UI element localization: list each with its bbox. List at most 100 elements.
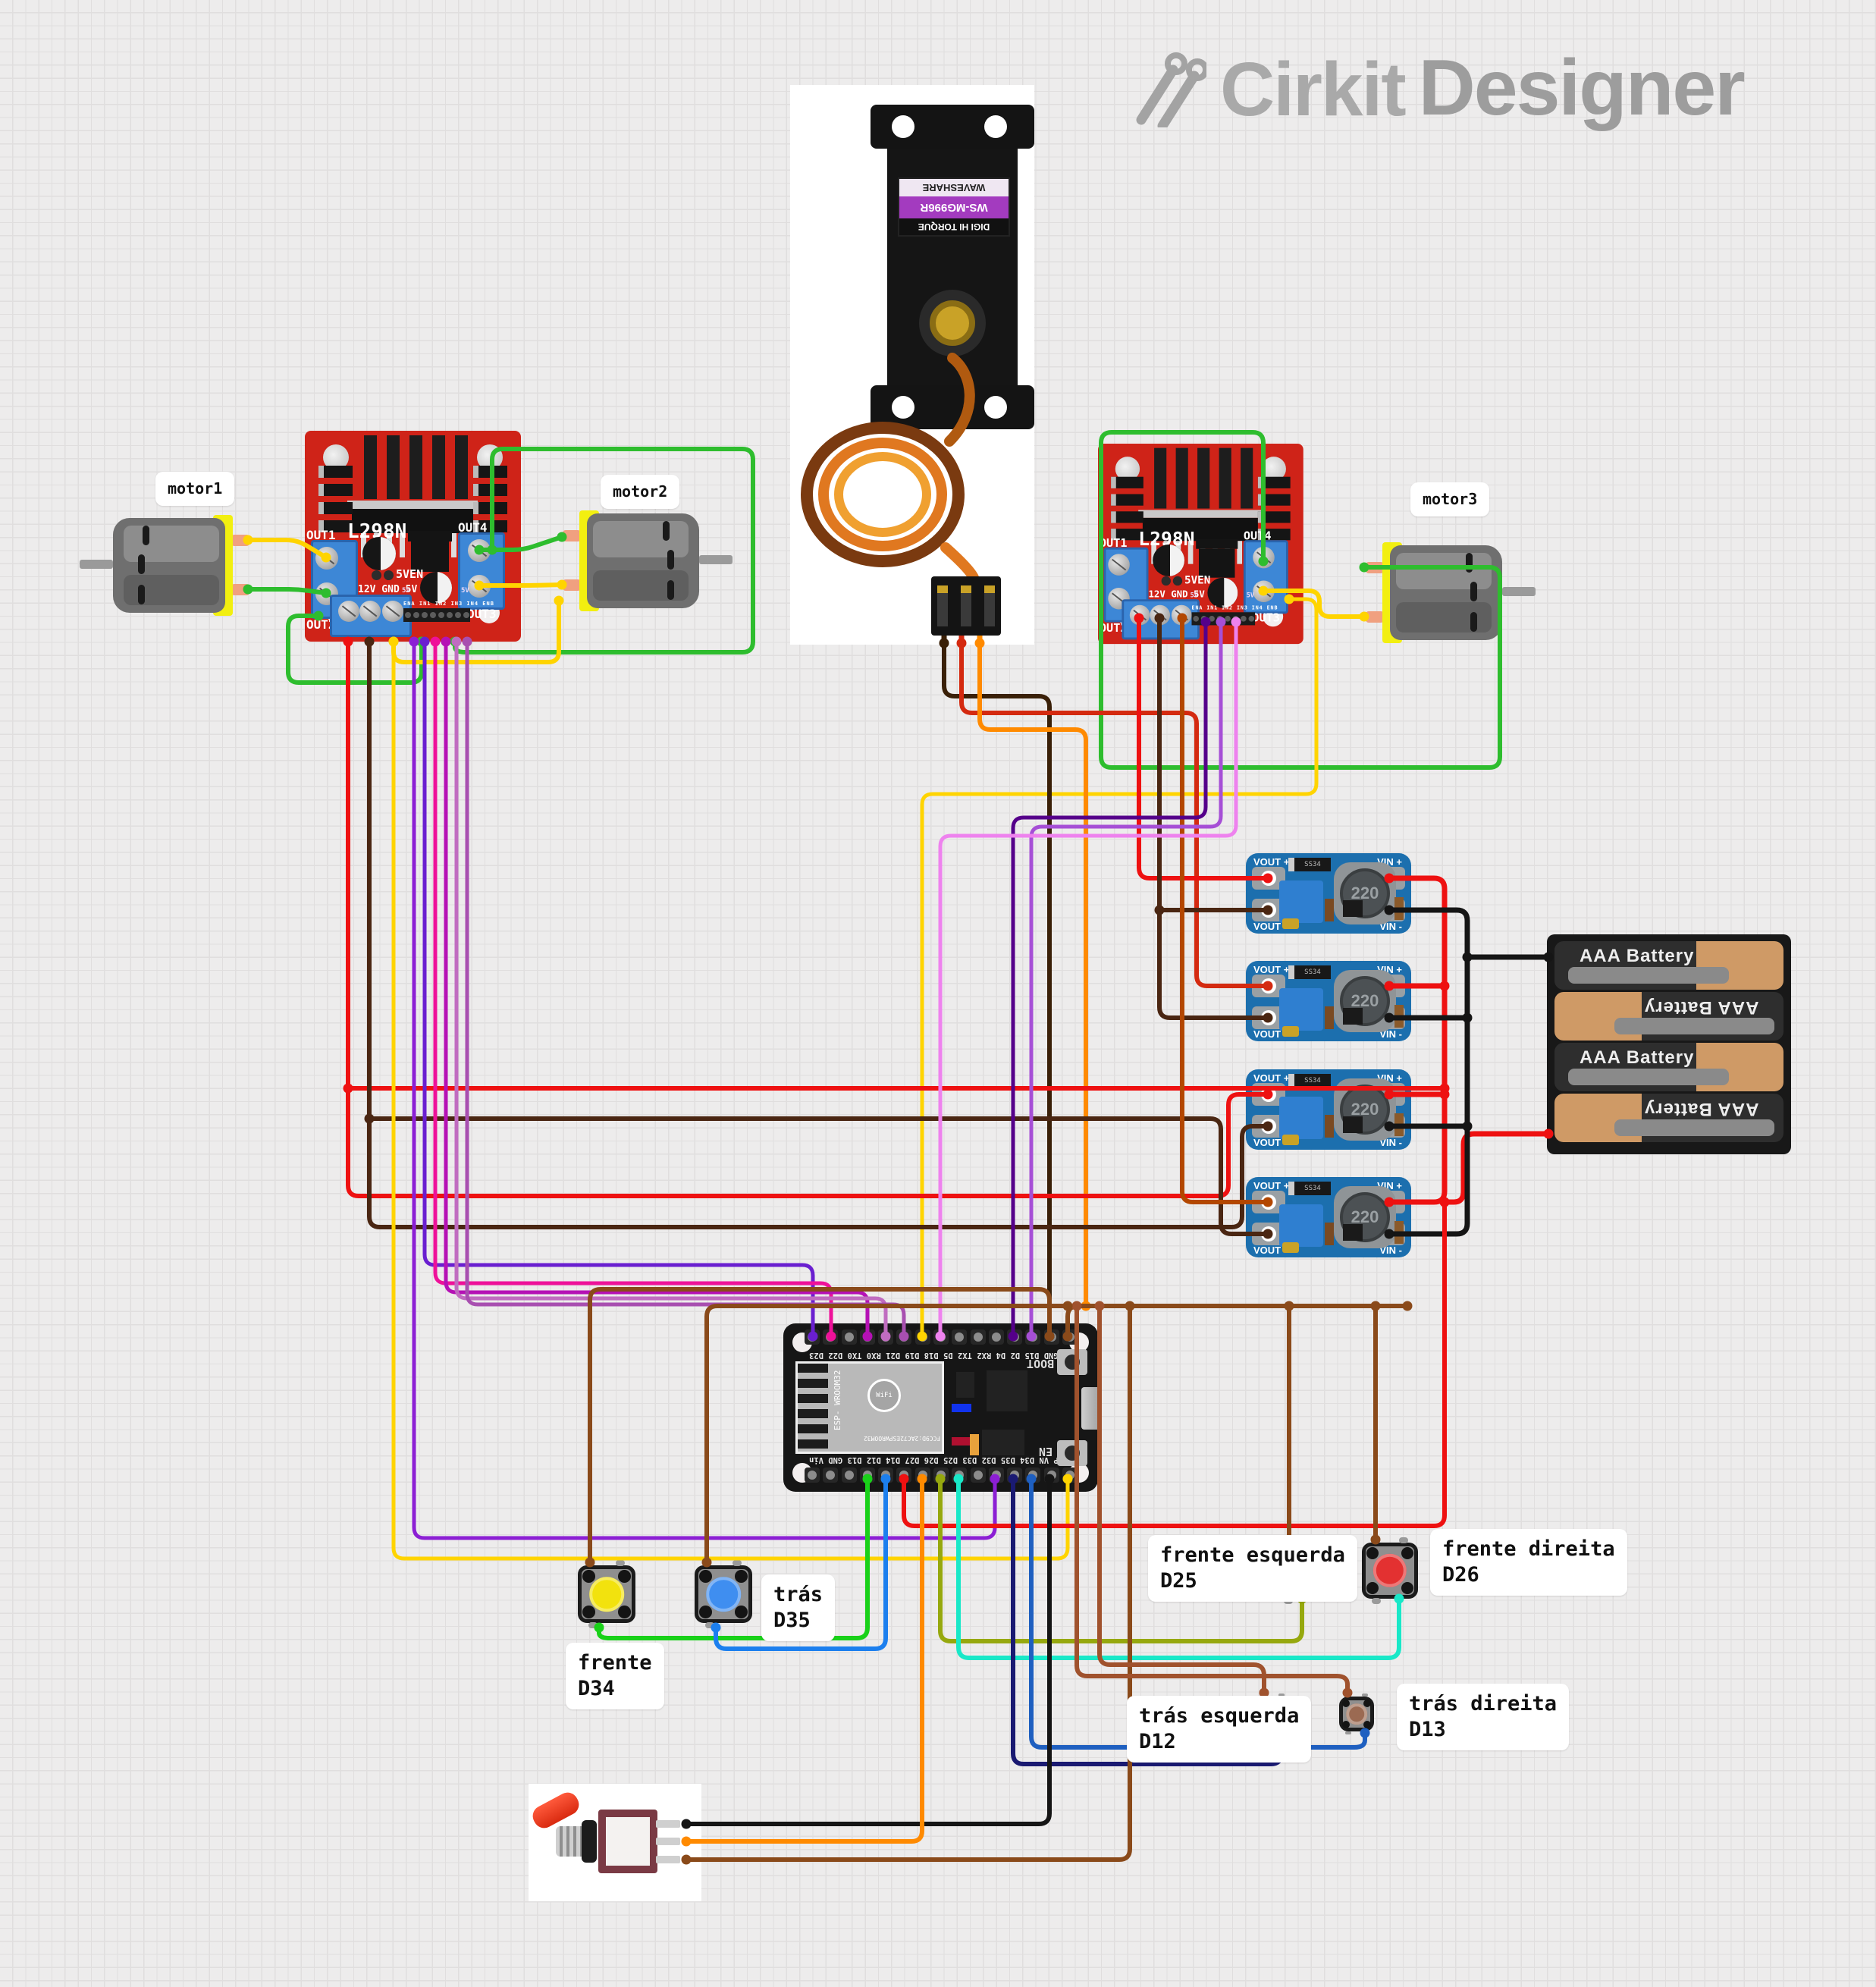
wire-toggle-black[interactable]	[684, 1477, 1052, 1826]
motor2[interactable]	[563, 510, 733, 611]
wire-left-brown-branch[interactable]	[367, 1116, 1270, 1236]
en-button[interactable]	[1057, 1440, 1087, 1466]
esp32-pin[interactable]	[896, 1329, 912, 1345]
wire-left-in4[interactable]	[454, 639, 888, 1339]
wire-left-in3[interactable]	[444, 639, 870, 1339]
driver-left[interactable]: L298N OUT1 OUT2 OUT4 OUT3 5VEN 12V GND 5…	[305, 431, 521, 642]
esp32-pin[interactable]	[859, 1467, 875, 1483]
trim-potentiometer[interactable]	[1279, 1204, 1323, 1253]
esp32-bottom-pin-row[interactable]	[805, 1467, 1078, 1486]
esp32-pin[interactable]	[914, 1467, 930, 1483]
esp32-pin[interactable]	[1007, 1467, 1023, 1483]
driver-right[interactable]: L298N OUT1 OUT2 OUT4 OUT3 5VEN 12V GND 5…	[1098, 444, 1303, 645]
boost2[interactable]: VOUT + VOUT - VIN + VIN - SS34 220	[1246, 961, 1411, 1041]
esp32-pin[interactable]	[1062, 1467, 1078, 1483]
servo-motor-photo[interactable]: DIGI HI TORQUE WS-MG996R WAVESHARE	[790, 85, 1034, 645]
wire-right-12v-red[interactable]	[1137, 616, 1270, 880]
esp32-pin[interactable]	[1025, 1329, 1041, 1345]
wire-junction-dot	[1439, 1197, 1450, 1207]
motor-terminal-bottom	[1366, 611, 1384, 623]
button-tras-direita-d13[interactable]	[1339, 1693, 1374, 1735]
wire-right-in-pink[interactable]	[938, 620, 1238, 1339]
wire-left-12v-red[interactable]	[346, 639, 1270, 1198]
wire-left-enb[interactable]	[465, 639, 906, 1339]
esp32-pin[interactable]	[1007, 1329, 1023, 1345]
esp32-pin[interactable]	[914, 1329, 930, 1345]
esp32-pin[interactable]	[933, 1329, 949, 1345]
wire-left-in2[interactable]	[433, 639, 833, 1339]
boost4[interactable]: VOUT + VOUT - VIN + VIN - SS34 220	[1246, 1177, 1411, 1257]
motor1-label[interactable]: motor1	[155, 472, 235, 506]
control-header[interactable]	[1191, 612, 1256, 626]
boost3[interactable]: VOUT + VOUT - VIN + VIN - SS34 220	[1246, 1069, 1411, 1150]
motor3-label[interactable]: motor3	[1410, 482, 1490, 516]
esp32-pin[interactable]	[952, 1467, 968, 1483]
ena-5v-flag: 5V	[1190, 592, 1198, 600]
esp32-pin[interactable]	[805, 1467, 820, 1483]
button-frente-d34[interactable]	[578, 1560, 635, 1628]
wire-rail-d12[interactable]	[1097, 1304, 1266, 1695]
button-lead	[616, 1560, 626, 1566]
wire-right-in-violet[interactable]	[1029, 620, 1223, 1339]
motor3[interactable]	[1366, 542, 1536, 643]
motor-body	[113, 518, 225, 613]
esp32-pin[interactable]	[988, 1467, 1004, 1483]
esp32-pin[interactable]	[952, 1329, 968, 1345]
wire-right-gnd-brown[interactable]	[1157, 616, 1270, 1020]
trim-potentiometer[interactable]	[1279, 1097, 1323, 1145]
esp32-pin[interactable]	[1025, 1467, 1041, 1483]
button-cap[interactable]	[1346, 1703, 1367, 1725]
esp32-pin[interactable]	[896, 1467, 912, 1483]
esp32-pin[interactable]	[988, 1329, 1004, 1345]
wire-left-gnd-brown[interactable]	[367, 639, 1270, 1229]
esp32-pin[interactable]	[1062, 1329, 1078, 1345]
wire-junction-dot	[1081, 1301, 1091, 1311]
esp32-pin[interactable]	[878, 1467, 894, 1483]
esp32-pin[interactable]	[933, 1467, 949, 1483]
esp32-pin[interactable]	[859, 1329, 875, 1345]
wire-rail-d13[interactable]	[1074, 1304, 1350, 1695]
esp32-pin[interactable]	[805, 1329, 820, 1345]
trim-potentiometer[interactable]	[1279, 988, 1323, 1037]
wire-left-in1[interactable]	[422, 639, 815, 1339]
button-frente-direita-d26[interactable]	[1362, 1537, 1418, 1604]
aaa-battery-cell-2: AAA Battery	[1554, 992, 1783, 1041]
control-header[interactable]	[403, 608, 470, 622]
esp32-pin[interactable]	[823, 1467, 839, 1483]
esp32-pin[interactable]	[1043, 1329, 1059, 1345]
motor1[interactable]	[80, 515, 249, 616]
esp32-devkit-board[interactable]: 3V3 GND D15 D2 D4 RX2 TX2 D5 D18 D19 D21…	[783, 1323, 1101, 1492]
wire-toggle-orange[interactable]	[684, 1477, 924, 1844]
boot-button[interactable]	[1057, 1349, 1087, 1375]
motor2-label[interactable]: motor2	[601, 475, 680, 509]
wire-servo-red[interactable]	[959, 641, 1270, 988]
trim-potentiometer[interactable]	[1279, 880, 1323, 929]
esp32-pin[interactable]	[841, 1329, 857, 1345]
esp32-pin[interactable]	[823, 1329, 839, 1345]
esp32-pin[interactable]	[878, 1329, 894, 1345]
wire-right-in-darkpurple[interactable]	[1011, 620, 1208, 1339]
esp32-pin[interactable]	[1043, 1467, 1059, 1483]
esp32-pin[interactable]	[970, 1329, 986, 1345]
button-tras-d35[interactable]	[695, 1560, 752, 1628]
button-cap[interactable]	[589, 1577, 624, 1612]
micro-usb-port[interactable]	[1081, 1387, 1101, 1430]
button-cap[interactable]	[706, 1577, 741, 1612]
capacitor-2	[1207, 577, 1238, 608]
toggle-switch-photo[interactable]	[529, 1784, 701, 1901]
esp32-pin[interactable]	[841, 1467, 857, 1483]
wire-servo-orange[interactable]	[977, 641, 1088, 1308]
esp32-pin[interactable]	[970, 1467, 986, 1483]
boost1[interactable]: VOUT + VOUT - VIN + VIN - SS34 220	[1246, 853, 1411, 934]
wire-battery-red[interactable]	[1442, 1131, 1551, 1205]
esp32-top-pin-row[interactable]	[805, 1329, 1078, 1348]
wire-rail-brown[interactable]	[1065, 1304, 1410, 1339]
wire-servo-brown[interactable]	[942, 641, 1052, 1339]
